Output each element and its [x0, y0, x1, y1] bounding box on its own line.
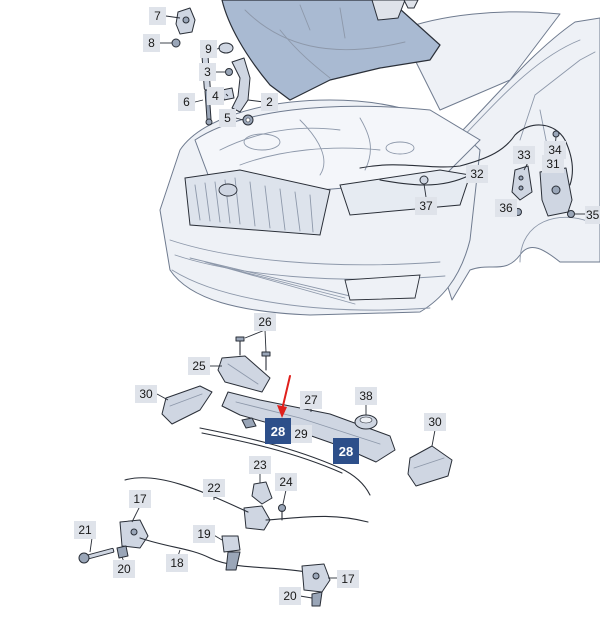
part-number-label: 38 [359, 389, 373, 403]
part-callout[interactable]: 20 [113, 560, 135, 578]
part-callout[interactable]: 30 [135, 385, 157, 403]
part-callout[interactable]: 37 [415, 197, 437, 215]
part-callout[interactable]: 18 [166, 554, 188, 572]
part-number-label: 22 [207, 481, 221, 495]
part-number-label: 34 [548, 143, 562, 157]
part-callouts: 7 8 9 3 4 2 6 5 34 33 31 32 37 36 35 26 … [74, 7, 600, 605]
part-callout[interactable]: 30 [424, 413, 446, 431]
part-number-label: 17 [341, 572, 355, 586]
part-callout[interactable]: 5 [219, 109, 236, 127]
part-number-label: 37 [419, 199, 433, 213]
part-callout[interactable]: 20 [279, 587, 301, 605]
part-callout[interactable]: 17 [337, 570, 359, 588]
part-callout[interactable]: 33 [513, 146, 535, 164]
part-callout[interactable]: 25 [188, 357, 210, 375]
highlighted-callouts: 28 28 [265, 418, 359, 464]
part-callout[interactable]: 3 [199, 63, 216, 81]
part-callout[interactable]: 26 [254, 313, 276, 331]
part-number-label: 26 [258, 315, 272, 329]
part-number-label: 24 [279, 475, 293, 489]
part-number-label: 9 [205, 42, 212, 56]
part-number-label: 30 [139, 387, 153, 401]
part-callout[interactable]: 32 [466, 165, 488, 183]
part-number-label: 35 [586, 208, 600, 222]
highlighted-part-28[interactable]: 28 [333, 438, 359, 464]
part-callout[interactable]: 36 [495, 199, 517, 217]
part-callout[interactable]: 8 [143, 34, 160, 52]
part-number-label: 5 [224, 111, 231, 125]
part-number-label: 19 [197, 527, 211, 541]
highlighted-part-label: 28 [271, 424, 285, 439]
part-callout[interactable]: 34 [544, 141, 566, 159]
part-number-label: 3 [204, 65, 211, 79]
part-callout[interactable]: 29 [290, 425, 312, 443]
part-callout[interactable]: 4 [207, 87, 224, 105]
part-callout[interactable]: 23 [249, 456, 271, 474]
part-number-label: 21 [78, 523, 92, 537]
car-illustration [159, 0, 600, 316]
part-number-label: 23 [253, 458, 267, 472]
part-number-label: 32 [470, 167, 484, 181]
part-callout[interactable]: 19 [193, 525, 215, 543]
part-callout[interactable]: 7 [149, 7, 166, 25]
part-number-label: 7 [154, 9, 161, 23]
pointer-arrow [277, 375, 291, 418]
part-number-label: 33 [517, 148, 531, 162]
part-callout[interactable]: 22 [203, 479, 225, 497]
part-number-label: 27 [304, 393, 318, 407]
part-number-label: 25 [192, 359, 206, 373]
lock-assembly [419, 130, 575, 218]
part-number-label: 18 [170, 556, 184, 570]
part-callout[interactable]: 9 [200, 40, 217, 58]
bonnet [221, 0, 441, 101]
part-number-label: 4 [212, 89, 219, 103]
part-number-label: 6 [183, 95, 190, 109]
part-callout[interactable]: 24 [275, 473, 297, 491]
highlighted-part-28[interactable]: 28 [265, 418, 291, 444]
part-number-label: 20 [283, 589, 297, 603]
part-number-label: 30 [428, 415, 442, 429]
part-callout[interactable]: 2 [261, 93, 278, 111]
part-number-label: 2 [266, 95, 273, 109]
part-number-label: 31 [546, 157, 560, 171]
part-callout[interactable]: 35 [585, 206, 600, 224]
part-callout[interactable]: 21 [74, 521, 96, 539]
part-callout[interactable]: 27 [300, 391, 322, 409]
part-callout[interactable]: 6 [178, 93, 195, 111]
part-number-label: 36 [499, 201, 513, 215]
highlighted-part-label: 28 [339, 444, 353, 459]
part-number-label: 29 [294, 427, 308, 441]
part-callout[interactable]: 38 [355, 387, 377, 405]
part-number-label: 17 [133, 492, 147, 506]
part-number-label: 20 [117, 562, 131, 576]
part-callout[interactable]: 31 [542, 155, 564, 173]
part-number-label: 8 [148, 36, 155, 50]
part-callout[interactable]: 17 [129, 490, 151, 508]
